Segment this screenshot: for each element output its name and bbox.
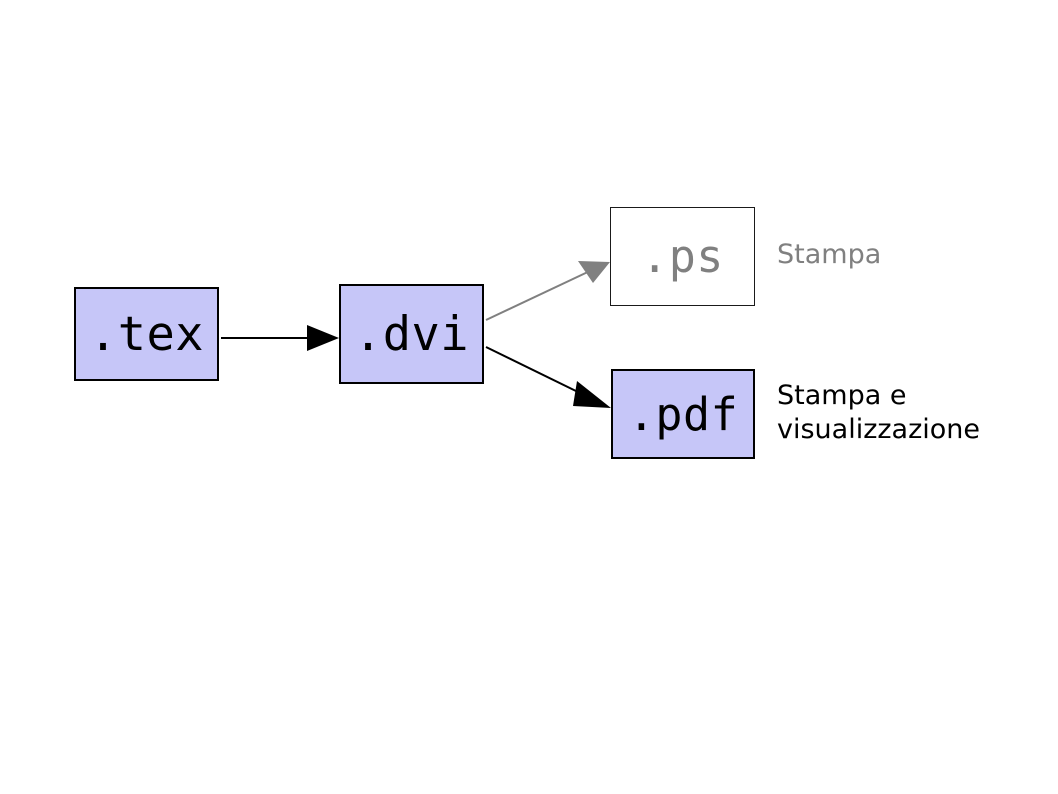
edge-dvi-to-pdf-arrowhead	[573, 381, 611, 408]
edge-dvi-to-ps-line	[485, 269, 593, 321]
edge-tex-to-dvi	[221, 325, 339, 351]
edge-dvi-to-ps-arrowhead	[578, 261, 610, 283]
annotation-stampa: Stampa	[777, 239, 882, 270]
edge-tex-to-dvi-arrowhead	[307, 325, 339, 351]
node-ps[interactable]: .ps	[610, 207, 755, 306]
node-tex[interactable]: .tex	[74, 287, 219, 381]
edge-dvi-to-pdf	[485, 346, 611, 408]
edge-dvi-to-ps	[485, 261, 610, 321]
node-pdf[interactable]: .pdf	[611, 369, 755, 459]
node-dvi[interactable]: .dvi	[339, 284, 484, 384]
edge-dvi-to-pdf-line	[485, 346, 579, 393]
annotation-stampa-visualizzazione: Stampa e visualizzazione	[777, 380, 981, 446]
